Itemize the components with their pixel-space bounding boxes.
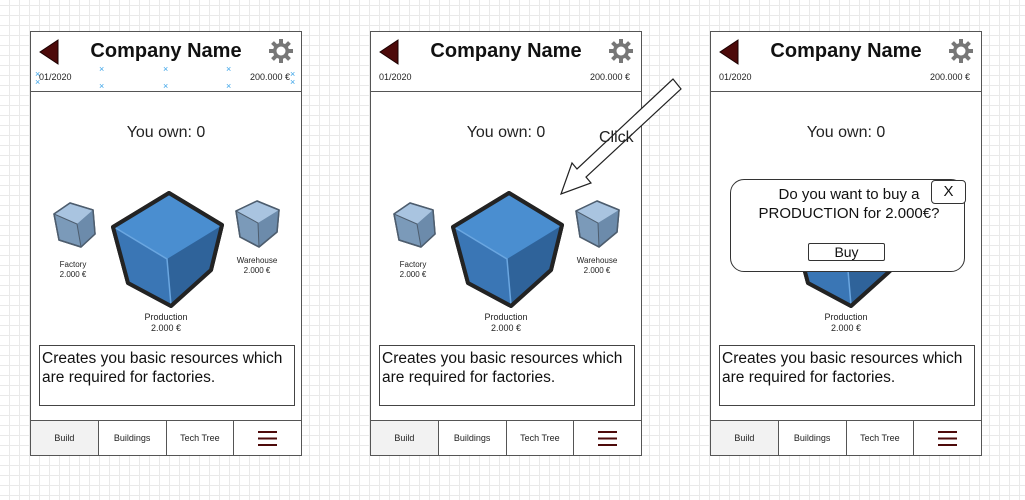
production-label: Production 2.000 €: [811, 312, 881, 334]
tab-menu[interactable]: [234, 421, 301, 455]
selection-handle-icon: ×: [35, 77, 41, 87]
bottom-tab-bar: Build Buildings Tech Tree: [31, 420, 301, 455]
production-name: Production: [824, 312, 868, 322]
tab-tech-tree[interactable]: Tech Tree: [167, 421, 235, 455]
owned-count: You own: 0: [126, 124, 206, 141]
tab-build[interactable]: Build: [711, 421, 779, 455]
factory-cube-icon[interactable]: [50, 200, 100, 254]
production-price: 2.000 €: [830, 323, 862, 333]
bottom-tab-bar: Build Buildings Tech Tree: [371, 420, 641, 455]
back-arrow-icon[interactable]: [718, 39, 740, 65]
warehouse-price: 2.000 €: [583, 266, 611, 275]
tab-buildings[interactable]: Buildings: [99, 421, 167, 455]
selection-handle-icon: ×: [226, 81, 232, 91]
owned-count: You own: 0: [466, 124, 546, 141]
money-label: 200.000 €: [929, 72, 970, 82]
selection-handle-icon: ×: [163, 64, 169, 74]
mockup-screen-build: Company Name 01/2020 200.000 € × × × × ×…: [30, 31, 302, 456]
production-label: Production 2.000 €: [471, 312, 541, 334]
warehouse-label: Warehouse 2.000 €: [227, 256, 287, 276]
click-arrow-icon: [560, 78, 682, 196]
tab-build[interactable]: Build: [31, 421, 99, 455]
warehouse-name: Warehouse: [236, 256, 278, 265]
selection-handle-icon: ×: [163, 81, 169, 91]
selection-handle-icon: ×: [99, 64, 105, 74]
tab-build[interactable]: Build: [371, 421, 439, 455]
factory-name: Factory: [59, 260, 87, 269]
production-label: Production 2.000 €: [131, 312, 201, 334]
factory-cube-icon[interactable]: [390, 200, 440, 254]
buy-button[interactable]: Buy: [808, 243, 885, 261]
hamburger-menu-icon: [598, 430, 618, 446]
factory-label: Factory 2.000 €: [385, 260, 441, 280]
buy-dialog: Do you want to buy a PRODUCTION for 2.00…: [730, 179, 966, 272]
tab-tech-tree[interactable]: Tech Tree: [847, 421, 915, 455]
hamburger-menu-icon: [258, 430, 278, 446]
warehouse-name: Warehouse: [576, 256, 618, 265]
tab-menu[interactable]: [914, 421, 981, 455]
header: Company Name 01/2020 200.000 €: [711, 32, 981, 92]
selection-handle-icon: ×: [226, 64, 232, 74]
factory-price: 2.000 €: [399, 270, 427, 279]
tab-buildings[interactable]: Buildings: [439, 421, 507, 455]
selection-handle-icon: ×: [99, 81, 105, 91]
hamburger-menu-icon: [938, 430, 958, 446]
factory-name: Factory: [399, 260, 427, 269]
selection-handle-icon: ×: [290, 77, 296, 87]
back-arrow-icon[interactable]: [38, 39, 60, 65]
production-cube-icon[interactable]: [109, 189, 225, 311]
tab-menu[interactable]: [574, 421, 641, 455]
page-title: Company Name: [430, 40, 582, 62]
mockup-screen-click: Company Name 01/2020 200.000 € You own: …: [370, 31, 642, 456]
page-title: Company Name: [770, 40, 922, 62]
money-label: 200.000 €: [249, 72, 290, 82]
production-price: 2.000 €: [150, 323, 182, 333]
money-label: 200.000 €: [589, 72, 630, 82]
factory-price: 2.000 €: [59, 270, 87, 279]
warehouse-label: Warehouse 2.000 €: [567, 256, 627, 276]
click-annotation: Click: [599, 129, 634, 146]
header: Company Name 01/2020 200.000 €: [371, 32, 641, 92]
factory-label: Factory 2.000 €: [45, 260, 101, 280]
tab-buildings[interactable]: Buildings: [779, 421, 847, 455]
description-box: Creates you basic resources which are re…: [39, 345, 295, 406]
dialog-message: Do you want to buy a PRODUCTION for 2.00…: [758, 186, 940, 222]
mockup-screen-dialog: Company Name 01/2020 200.000 € You own: …: [710, 31, 982, 456]
close-button[interactable]: X: [931, 180, 966, 204]
owned-count: You own: 0: [806, 124, 886, 141]
description-box: Creates you basic resources which are re…: [719, 345, 975, 406]
bottom-tab-bar: Build Buildings Tech Tree: [711, 420, 981, 455]
tab-tech-tree[interactable]: Tech Tree: [507, 421, 575, 455]
warehouse-price: 2.000 €: [243, 266, 271, 275]
selection-handle-icon: ×: [290, 69, 296, 79]
warehouse-cube-icon[interactable]: [573, 199, 623, 251]
production-cube-icon[interactable]: [449, 189, 565, 311]
header: Company Name 01/2020 200.000 € × × × × ×…: [31, 32, 301, 92]
date-label: 01/2020: [379, 72, 412, 82]
selection-handle-icon: ×: [35, 69, 41, 79]
date-label: 01/2020: [39, 72, 72, 82]
warehouse-cube-icon[interactable]: [233, 199, 283, 251]
production-name: Production: [144, 312, 188, 322]
back-arrow-icon[interactable]: [378, 39, 400, 65]
page-title: Company Name: [90, 40, 242, 62]
production-price: 2.000 €: [490, 323, 522, 333]
gear-icon[interactable]: [609, 39, 633, 63]
gear-icon[interactable]: [949, 39, 973, 63]
production-name: Production: [484, 312, 528, 322]
date-label: 01/2020: [719, 72, 752, 82]
gear-icon[interactable]: [269, 39, 293, 63]
description-box: Creates you basic resources which are re…: [379, 345, 635, 406]
